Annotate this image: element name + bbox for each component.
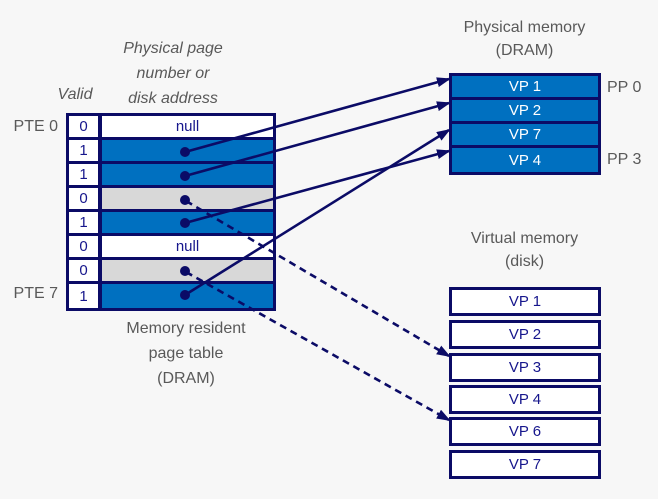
pte3-entry xyxy=(102,188,273,212)
physical-page-pp0: VP 1 xyxy=(452,76,598,100)
disk-page-vp7: VP 7 xyxy=(449,450,601,479)
valid-bit-pte0: 0 xyxy=(69,116,98,140)
physical-memory-title-line-1: Physical memory xyxy=(463,19,586,36)
column-header-line-2: number or xyxy=(136,65,210,82)
valid-bit-pte5: 0 xyxy=(69,236,98,260)
valid-bit-pte6: 0 xyxy=(69,260,98,284)
physical-page-pp1: VP 2 xyxy=(452,100,598,124)
pte-7-label: PTE 7 xyxy=(13,285,58,302)
page-table-address-column: null null xyxy=(99,113,276,311)
caption-line-1: Memory resident xyxy=(126,320,246,337)
valid-bit-pte7: 1 xyxy=(69,284,98,308)
pp-0-label: PP 0 xyxy=(607,79,642,96)
caption-line-3: (DRAM) xyxy=(157,370,215,387)
pte5-entry: null xyxy=(102,236,273,260)
disk-page-vp3: VP 3 xyxy=(449,353,601,382)
valid-bit-pte1: 1 xyxy=(69,140,98,164)
disk-page-vp6: VP 6 xyxy=(449,417,601,446)
pte2-entry xyxy=(102,164,273,188)
valid-bit-pte2: 1 xyxy=(69,164,98,188)
physical-memory-title-line-2: (DRAM) xyxy=(495,42,554,59)
valid-column-label: Valid xyxy=(57,86,93,103)
virtual-memory-title: Virtual memory (disk) xyxy=(427,227,622,273)
column-header-line-1: Physical page xyxy=(123,40,223,57)
disk-page-vp2: VP 2 xyxy=(449,320,601,349)
physical-page-pp2: VP 7 xyxy=(452,124,598,148)
pp-3-label: PP 3 xyxy=(607,151,642,168)
physical-memory-title: Physical memory (DRAM) xyxy=(427,16,622,62)
valid-bit-pte4: 1 xyxy=(69,212,98,236)
physical-memory-box: VP 1 VP 2 VP 7 VP 4 xyxy=(449,73,601,175)
pte4-entry xyxy=(102,212,273,236)
page-table-valid-column: 0 1 1 0 1 0 0 1 xyxy=(66,113,101,311)
pte6-entry xyxy=(102,260,273,284)
virtual-memory-title-line-1: Virtual memory xyxy=(470,230,579,247)
pte7-entry xyxy=(102,284,273,308)
virtual-memory-title-line-2: (disk) xyxy=(504,253,545,270)
physical-page-pp3: VP 4 xyxy=(452,148,598,172)
page-table-caption: Memory resident page table (DRAM) xyxy=(86,316,286,391)
disk-page-vp1: VP 1 xyxy=(449,287,601,316)
pte1-entry xyxy=(102,140,273,164)
disk-page-vp4: VP 4 xyxy=(449,385,601,414)
caption-line-2: page table xyxy=(148,345,224,362)
pte-0-label: PTE 0 xyxy=(13,118,58,135)
valid-bit-pte3: 0 xyxy=(69,188,98,212)
pte0-entry: null xyxy=(102,116,273,140)
